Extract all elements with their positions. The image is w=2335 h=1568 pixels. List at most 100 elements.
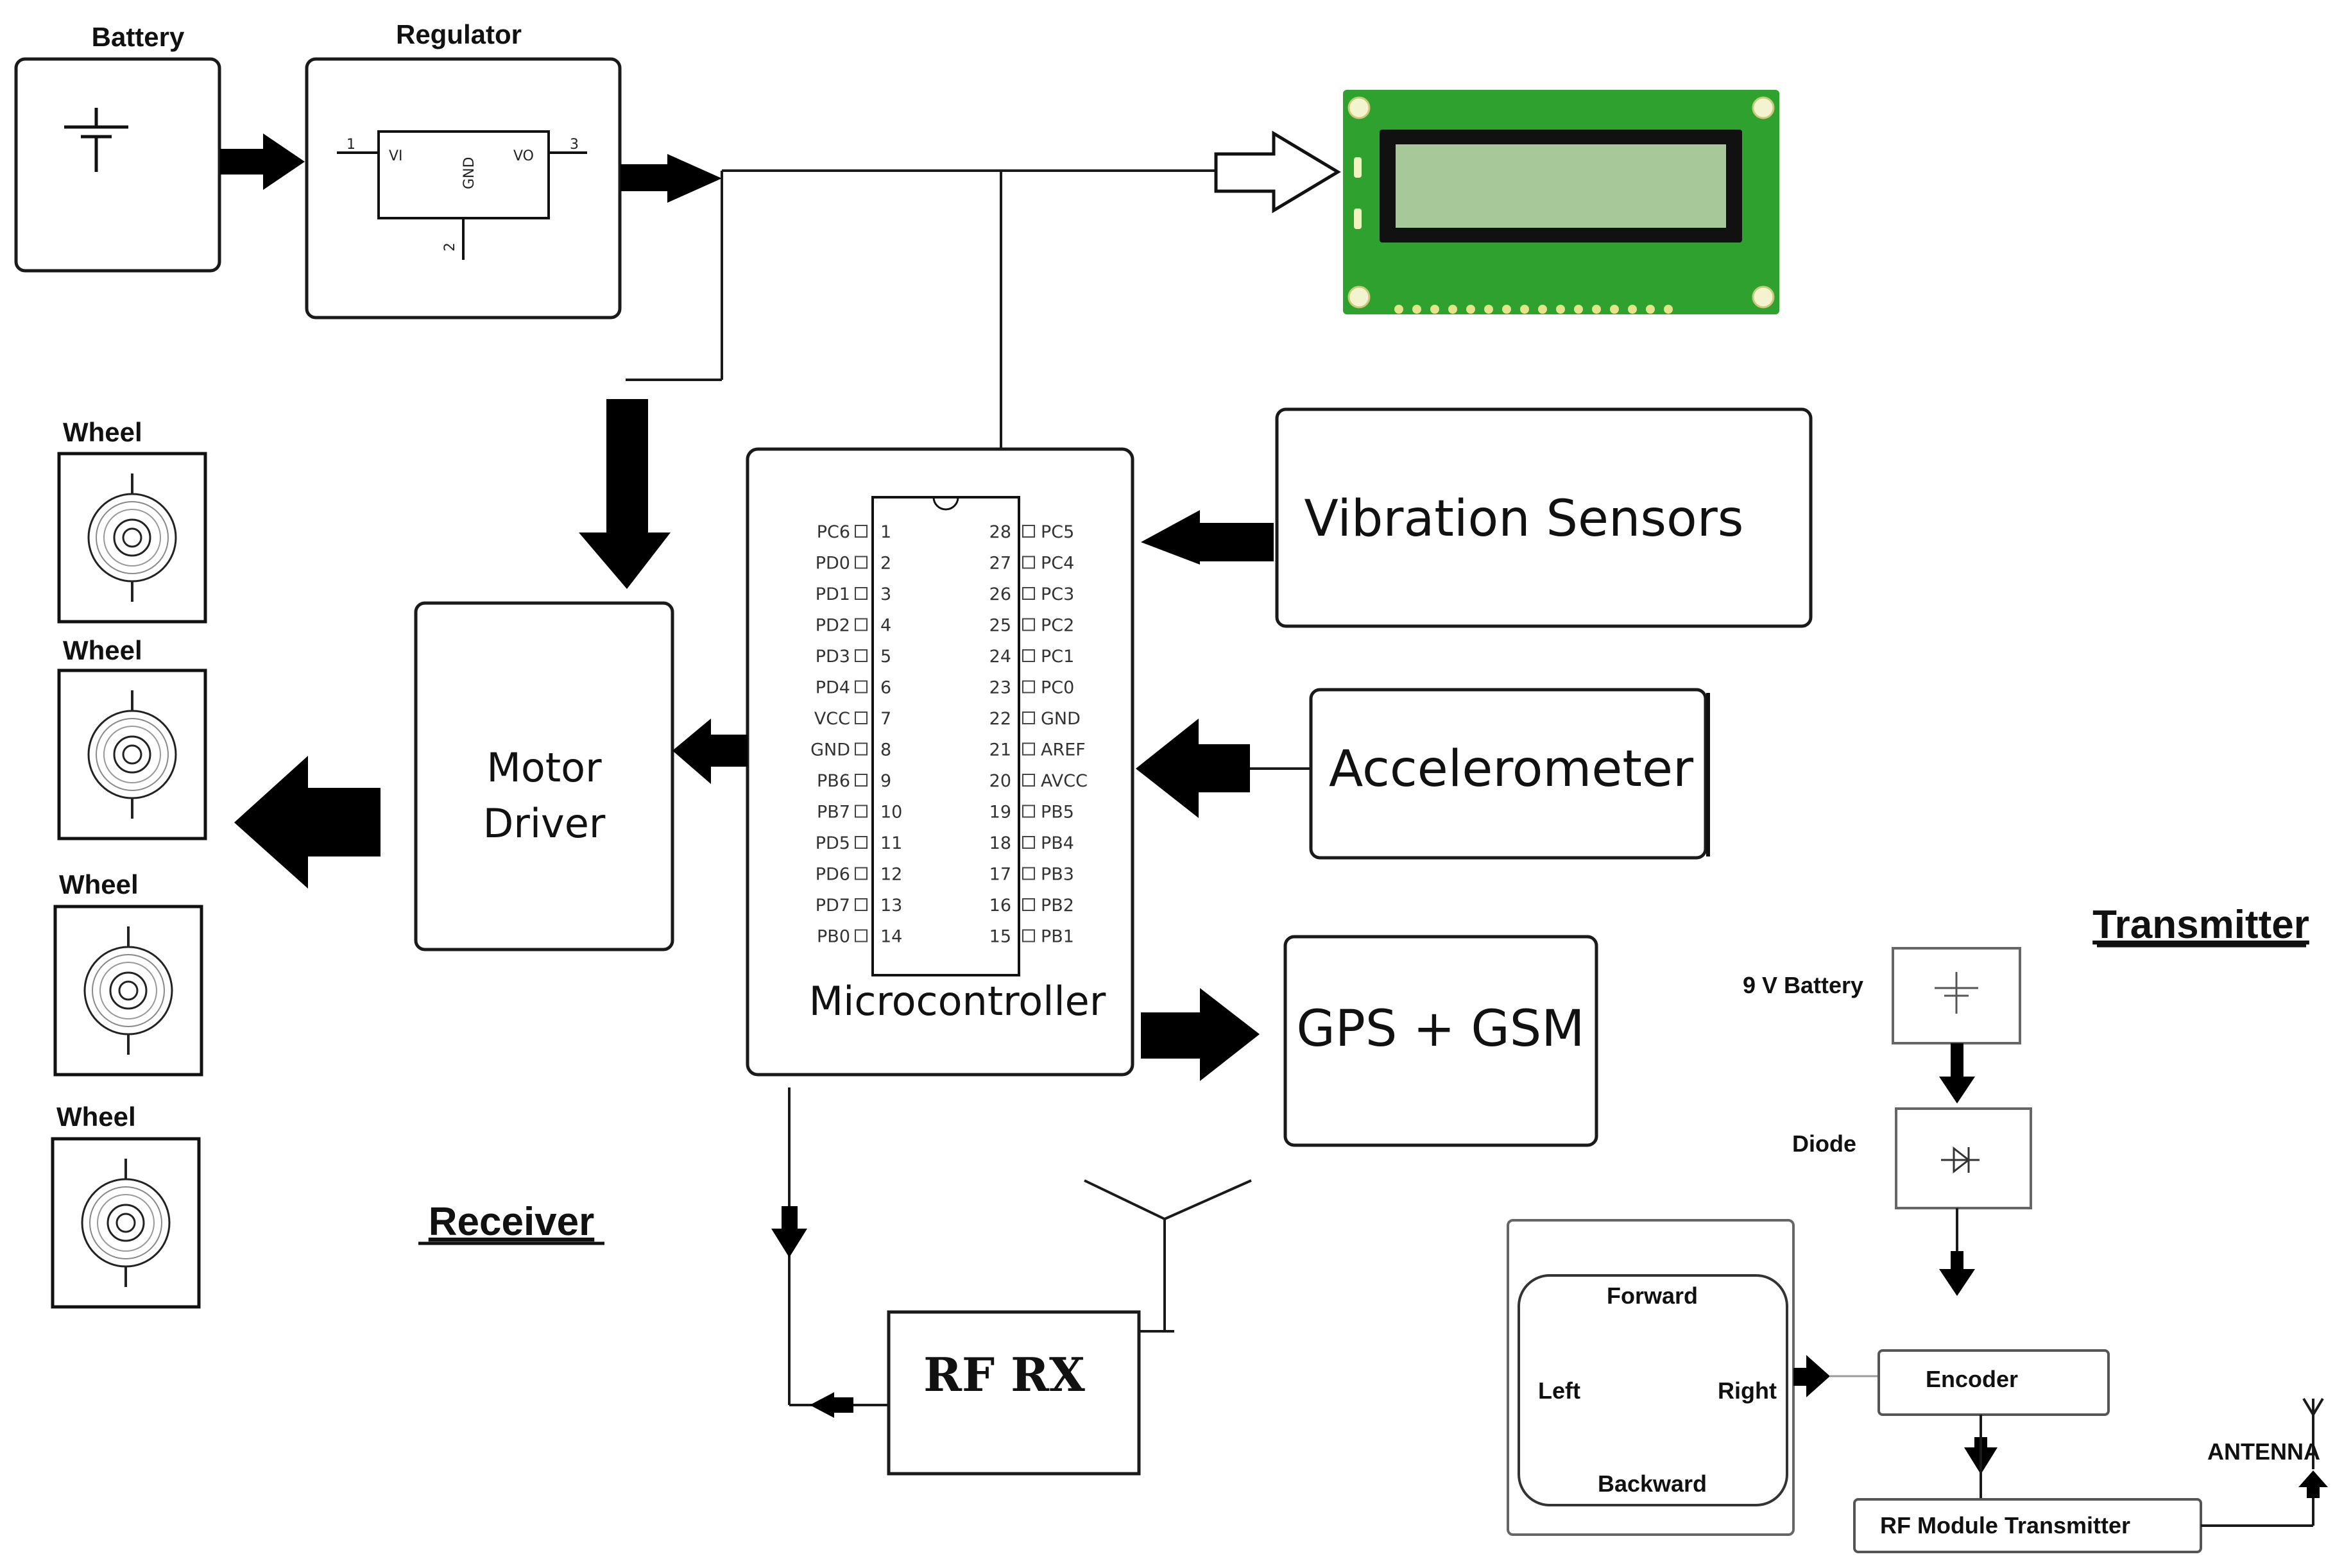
- mcu-pin-name: PB4: [1041, 833, 1074, 853]
- mcu-pin-name: PD3: [816, 647, 850, 667]
- wheel-label: Wheel: [63, 417, 142, 447]
- lcd-pin: [1394, 305, 1403, 314]
- lcd-pin: [1430, 305, 1439, 314]
- mcu-pin-name: PC2: [1041, 616, 1074, 636]
- regulator-label: Regulator: [396, 19, 522, 49]
- tx-battery-icon: [1935, 972, 1978, 1014]
- mcu-pin-pad: [1022, 587, 1035, 600]
- mcu-pin-name: PB1: [1041, 927, 1074, 947]
- joystick-right[interactable]: Right: [1718, 1377, 1777, 1404]
- mcu-pin-name: VCC: [814, 709, 850, 729]
- mcu-pin-number: 14: [880, 927, 902, 947]
- lcd-pin: [1646, 305, 1655, 314]
- mcu-pin-number: 12: [880, 865, 902, 885]
- regulator-pin2: 2: [442, 243, 458, 251]
- encoder-label: Encoder: [1926, 1366, 2018, 1392]
- mcu-pin-number: 9: [880, 771, 891, 791]
- mcu-pin-name: AREF: [1041, 740, 1086, 760]
- mcu-pin-pad: [1022, 836, 1035, 849]
- mcu-pin-pad: [1022, 525, 1035, 538]
- mcu-pins-right: PC528PC427PC326PC225PC124PC023GND22AREF2…: [989, 522, 1088, 947]
- mcu-pin-number: 5: [880, 647, 891, 667]
- mcu-pin-pad: [855, 618, 868, 631]
- joystick-left[interactable]: Left: [1538, 1377, 1580, 1404]
- mcu-pin-pad: [855, 774, 868, 787]
- joystick-pad: [1518, 1274, 1788, 1506]
- rf-rx-label: RF RX: [923, 1347, 1085, 1402]
- mcu-pin-pad: [855, 836, 868, 849]
- lcd-pin: [1484, 305, 1493, 314]
- accelerometer-box: [1309, 688, 1707, 860]
- driver-to-wheels-arrow: [234, 756, 381, 889]
- wheel-icon: [87, 690, 177, 819]
- battery-icon: [64, 108, 128, 172]
- mcu-pin-number: 22: [989, 709, 1011, 729]
- regulator-vo: VO: [513, 148, 534, 164]
- mcu-pin-pad: [1022, 774, 1035, 787]
- mcu-pin-name: PB5: [1041, 803, 1074, 822]
- mcu-pin-number: 26: [989, 584, 1011, 604]
- lcd-pin: [1502, 305, 1511, 314]
- vibration-sensors-label: Vibration Sensors: [1304, 490, 1744, 548]
- mcu-pin-name: PD0: [816, 554, 850, 574]
- lcd-pin: [1538, 305, 1547, 314]
- mcu-pin-pad: [855, 649, 868, 662]
- lcd-display: [1343, 90, 1779, 314]
- mcu-pin-pad: [855, 525, 868, 538]
- battery-box: [14, 57, 221, 273]
- mcu-to-gps-arrow: [1141, 988, 1260, 1081]
- mcu-pin-pad: [855, 867, 868, 880]
- motor-driver-line1: Motor: [486, 744, 602, 791]
- mcu-pin-name: PB0: [817, 927, 850, 947]
- microcontroller-label: Microcontroller: [809, 978, 1106, 1025]
- ic-chip: [871, 496, 1020, 976]
- lcd-arrow: [1214, 130, 1341, 214]
- mcu-pin-pad: [1022, 618, 1035, 631]
- mcu-pin-number: 28: [989, 522, 1011, 542]
- lcd-pin: [1556, 305, 1565, 314]
- mcu-pin-name: PD2: [816, 616, 850, 636]
- battery-label: Battery: [92, 22, 185, 52]
- vibration-sensors-box: [1275, 407, 1813, 628]
- regulator-pin3: 3: [570, 137, 579, 153]
- wheel-icon: [87, 473, 177, 602]
- mcu-pin-number: 19: [989, 803, 1011, 822]
- lcd-pin: [1448, 305, 1457, 314]
- mcu-pin-pad: [1022, 649, 1035, 662]
- mcu-pin-name: PC3: [1041, 584, 1074, 604]
- mcu-pin-pad: [1022, 680, 1035, 694]
- lcd-pin: [1628, 305, 1637, 314]
- rx-antenna-icon: [1084, 1179, 1252, 1333]
- regulator-gnd: GND: [461, 157, 477, 189]
- tx-antenna-icon: [2201, 1397, 2328, 1527]
- mcu-pin-number: 13: [880, 896, 902, 916]
- mcu-pin-pad: [855, 556, 868, 569]
- mcu-pin-name: PB2: [1041, 896, 1074, 916]
- antenna-label: ANTENNA: [2207, 1438, 2320, 1465]
- mcu-pin-number: 10: [880, 803, 902, 822]
- lcd-pin-header: [1394, 305, 1673, 314]
- mcu-pin-pad: [1022, 929, 1035, 942]
- joystick-forward[interactable]: Forward: [1607, 1283, 1698, 1309]
- wheel-icon: [83, 926, 173, 1055]
- mcu-pin-pad: [855, 898, 868, 911]
- joystick-to-encoder-arrow: [1793, 1355, 1830, 1397]
- mcu-pin-number: 7: [880, 709, 891, 729]
- diode-icon: [1941, 1146, 1980, 1174]
- mcu-pin-name: PD7: [816, 896, 850, 916]
- transmitter-title: Transmitter: [2092, 903, 2309, 947]
- mcu-pin-pad: [1022, 805, 1035, 818]
- mcu-pin-number: 8: [880, 740, 891, 760]
- mcu-pin-name: AVCC: [1041, 771, 1088, 791]
- mcu-pin-name: PB3: [1041, 865, 1074, 885]
- lcd-screen: [1396, 144, 1726, 228]
- joystick-backward[interactable]: Backward: [1598, 1470, 1707, 1497]
- wheel-icon: [81, 1159, 171, 1287]
- mcu-pin-name: PC5: [1041, 522, 1074, 542]
- mcu-pin-number: 18: [989, 833, 1011, 853]
- mcu-pin-name: PC1: [1041, 647, 1074, 667]
- mcu-pin-pad: [855, 805, 868, 818]
